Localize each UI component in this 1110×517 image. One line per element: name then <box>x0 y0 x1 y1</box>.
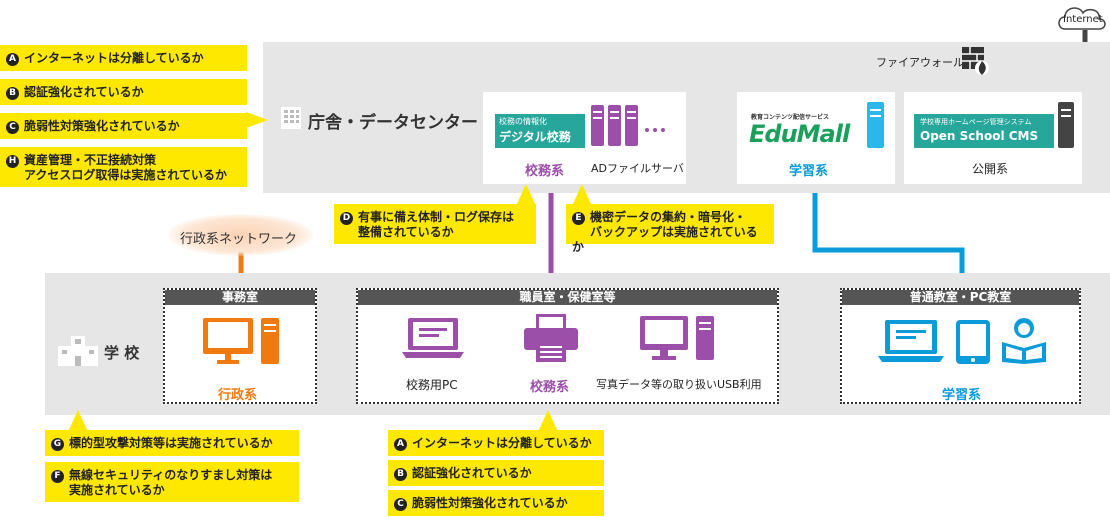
firewall-icon <box>962 47 992 77</box>
note-mid-e: E 機密データの集約・暗号化・ バックアップは実施されているか <box>566 204 774 254</box>
datacenter-title: 庁舎・データセンター <box>308 113 478 133</box>
edumall-caption: 教育コンテンツ配信サービス <box>751 114 830 121</box>
note-pointer-bottom-mid <box>538 410 558 432</box>
note-mid-d-text: 有事に備え体制・ログ保存は <box>358 210 515 224</box>
gyosei-network-cloud <box>168 214 313 256</box>
badge-a: A <box>6 53 19 66</box>
badge-b-2: B <box>394 468 407 481</box>
note-bottom-f: F 無線セキュリティのなりすまし対策は 実施されているか <box>45 462 299 502</box>
office-system: 行政系 <box>218 388 258 403</box>
student-reading-icon <box>1000 316 1048 364</box>
gyosei-network-label: 行政系ネットワーク <box>180 232 298 247</box>
usb-label: 写真データ等の取り扱いUSB利用 <box>596 378 762 391</box>
office-header: 事務室 <box>165 290 315 305</box>
note-pointer-g <box>68 410 88 432</box>
staff-room-header: 職員室・保健室等 <box>358 290 777 305</box>
note-bottom-g-text: 標的型攻撃対策等は実施されているか <box>69 436 273 450</box>
note-mid-d: D 有事に備え体制・ログ保存は 整備されているか <box>334 204 536 244</box>
badge-h: H <box>6 155 19 168</box>
note-top-a: A インターネットは分離しているか <box>0 45 247 71</box>
note-bottom-mid-a-text: インターネットは分離しているか <box>412 436 592 450</box>
classroom-system: 学習系 <box>942 388 982 403</box>
note-top-b: B 認証強化されているか <box>0 79 247 105</box>
koumu-pc-label: 校務用PC <box>406 378 458 392</box>
ad-file-server-label: ADファイルサーバ <box>591 162 684 175</box>
badge-c: C <box>6 121 19 134</box>
badge-c-2: C <box>394 498 407 511</box>
printer-icon <box>524 314 578 362</box>
digital-koumu-badge: 校務の情報化 デジタル校務 <box>495 114 585 148</box>
osc-server-icon <box>1058 102 1076 148</box>
osc-system: 公開系 <box>972 162 1009 176</box>
note-top-c-text: 脆弱性対策強化されているか <box>24 119 180 133</box>
note-top-h: H 資産管理・不正接続対策 アクセスログ取得は実施されているか <box>0 147 247 187</box>
osc-box: 学校専用ホームページ管理システム Open School CMS 公開系 <box>904 92 1082 184</box>
office-pc-icon <box>203 318 281 368</box>
building-icon <box>280 106 302 130</box>
internet-cloud-icon <box>1055 3 1109 33</box>
firewall-label: ファイアウォール <box>876 56 964 69</box>
badge-f: F <box>51 470 64 483</box>
staff-room-box: 職員室・保健室等 校務用PC 校務系 写真データ等の取り扱いUSB利用 <box>356 288 779 404</box>
school-title: 学 校 <box>104 344 140 362</box>
note-mid-d-text2: 整備されているか <box>358 225 454 239</box>
digital-koumu-small: 校務の情報化 <box>499 117 547 126</box>
datacenter-koumu-system: 校務系 <box>525 164 565 179</box>
note-bottom-mid-b-text: 認証強化されているか <box>412 466 532 480</box>
classroom-header: 普通教室・PC教室 <box>842 290 1079 305</box>
note-top-c: C 脆弱性対策強化されているか <box>0 113 247 139</box>
note-mid-e-text2: バックアップは実施されているか <box>572 225 758 254</box>
note-bottom-mid-c: C 脆弱性対策強化されているか <box>388 490 604 516</box>
note-top-a-text: インターネットは分離しているか <box>24 51 204 65</box>
note-top-b-text: 認証強化されているか <box>24 85 144 99</box>
note-pointer-top <box>246 112 268 128</box>
note-bottom-g: G 標的型攻撃対策等は実施されているか <box>45 430 299 456</box>
edumall-logo: EduMall <box>749 120 850 148</box>
desktop-pc-icon <box>640 316 716 364</box>
note-bottom-mid-c-text: 脆弱性対策強化されているか <box>412 496 568 510</box>
datacenter-koumu-box: 校務の情報化 デジタル校務 校務系 ADファイルサーバ <box>483 92 686 184</box>
edumall-server-icon <box>867 102 885 148</box>
note-top-h-text: 資産管理・不正接続対策 <box>24 153 157 167</box>
osc-caption: 学校専用ホームページ管理システム <box>920 118 1032 126</box>
edumall-system: 学習系 <box>789 164 829 179</box>
staff-room-system: 校務系 <box>530 380 570 395</box>
badge-a-2: A <box>394 438 407 451</box>
osc-logo: Open School CMS <box>920 129 1039 143</box>
edumall-box: 教育コンテンツ配信サービス EduMall 学習系 <box>737 92 895 184</box>
badge-b: B <box>6 87 19 100</box>
school-icon <box>58 334 98 366</box>
note-pointer-e <box>572 184 592 206</box>
badge-g: G <box>51 438 64 451</box>
tablet-icon <box>956 320 990 364</box>
classroom-laptop-icon <box>878 320 944 364</box>
laptop-icon <box>402 318 464 360</box>
internet-label: Internet <box>1063 14 1103 25</box>
note-top-h-text2: アクセスログ取得は実施されているか <box>24 168 228 182</box>
note-pointer-d <box>516 184 536 206</box>
note-bottom-f-text2: 実施されているか <box>69 483 165 497</box>
badge-e: E <box>572 212 585 225</box>
office-box: 事務室 行政系 <box>163 288 317 404</box>
server-rack-icon <box>591 105 681 147</box>
note-bottom-f-text: 無線セキュリティのなりすまし対策は <box>69 468 273 482</box>
osc-badge: 学校専用ホームページ管理システム Open School CMS <box>914 114 1054 148</box>
classroom-box: 普通教室・PC教室 学習系 <box>840 288 1081 404</box>
note-mid-e-text: 機密データの集約・暗号化・ <box>590 210 747 224</box>
note-bottom-mid-a: A インターネットは分離しているか <box>388 430 604 456</box>
badge-d: D <box>340 212 353 225</box>
digital-koumu-big: デジタル校務 <box>499 130 571 144</box>
note-bottom-mid-b: B 認証強化されているか <box>388 460 604 486</box>
